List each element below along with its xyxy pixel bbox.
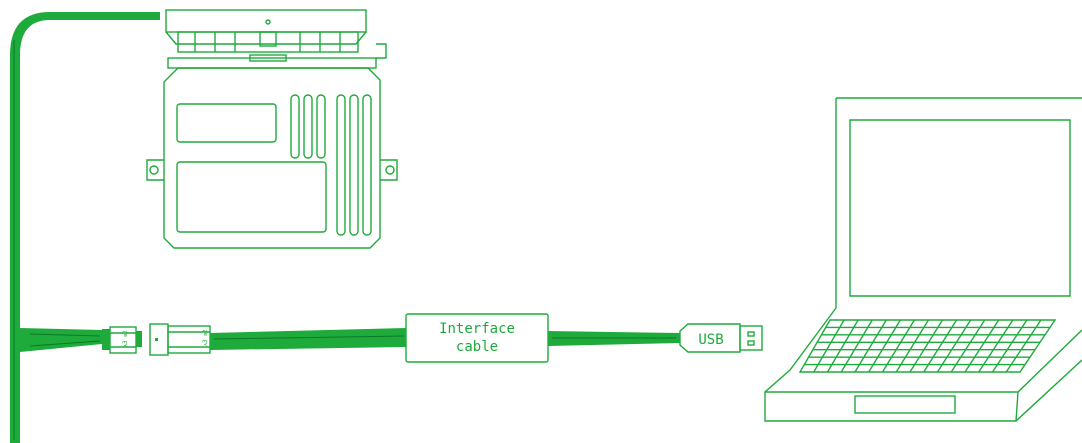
interface-cable-right [548,331,680,346]
keyboard-col-line [840,319,873,373]
usb-plug: USB [679,323,763,353]
keyboard-col-line [895,319,930,373]
keyboard-col-line [936,319,972,373]
laptop-keyboard-grid [804,319,1050,373]
keyboard-col-line [978,319,1014,373]
keyboard-col-line [813,319,845,373]
control-unit [146,9,398,249]
interface-label-line2: cable [456,339,498,355]
keyboard-col-line [1005,319,1042,373]
interface-cable-left [210,328,406,350]
plug-connector: ᴀ3 ᴃ2 ᴀ3 ᴃ2 [102,323,211,356]
keyboard-col-line [950,319,986,373]
connector-male-label: ᴀ3 ᴃ2 [122,330,129,347]
keyboard-col-line [909,319,944,373]
connector-female-label: ᴀ3 ᴃ2 [202,329,209,346]
main-harness-cable [10,12,160,443]
keyboard-col-line [923,319,958,373]
keyboard-col-line [868,319,901,373]
keyboard-col-line [991,319,1028,373]
laptop-computer [764,97,1082,422]
interface-cable-box: Interface cable [405,313,549,363]
keyboard-col-line [854,319,887,373]
interface-label-line1: Interface [439,321,515,337]
keyboard-col-line [881,319,915,373]
usb-label: USB [698,332,723,348]
keyboard-col-line [964,319,1000,373]
keyboard-col-line [826,319,859,373]
